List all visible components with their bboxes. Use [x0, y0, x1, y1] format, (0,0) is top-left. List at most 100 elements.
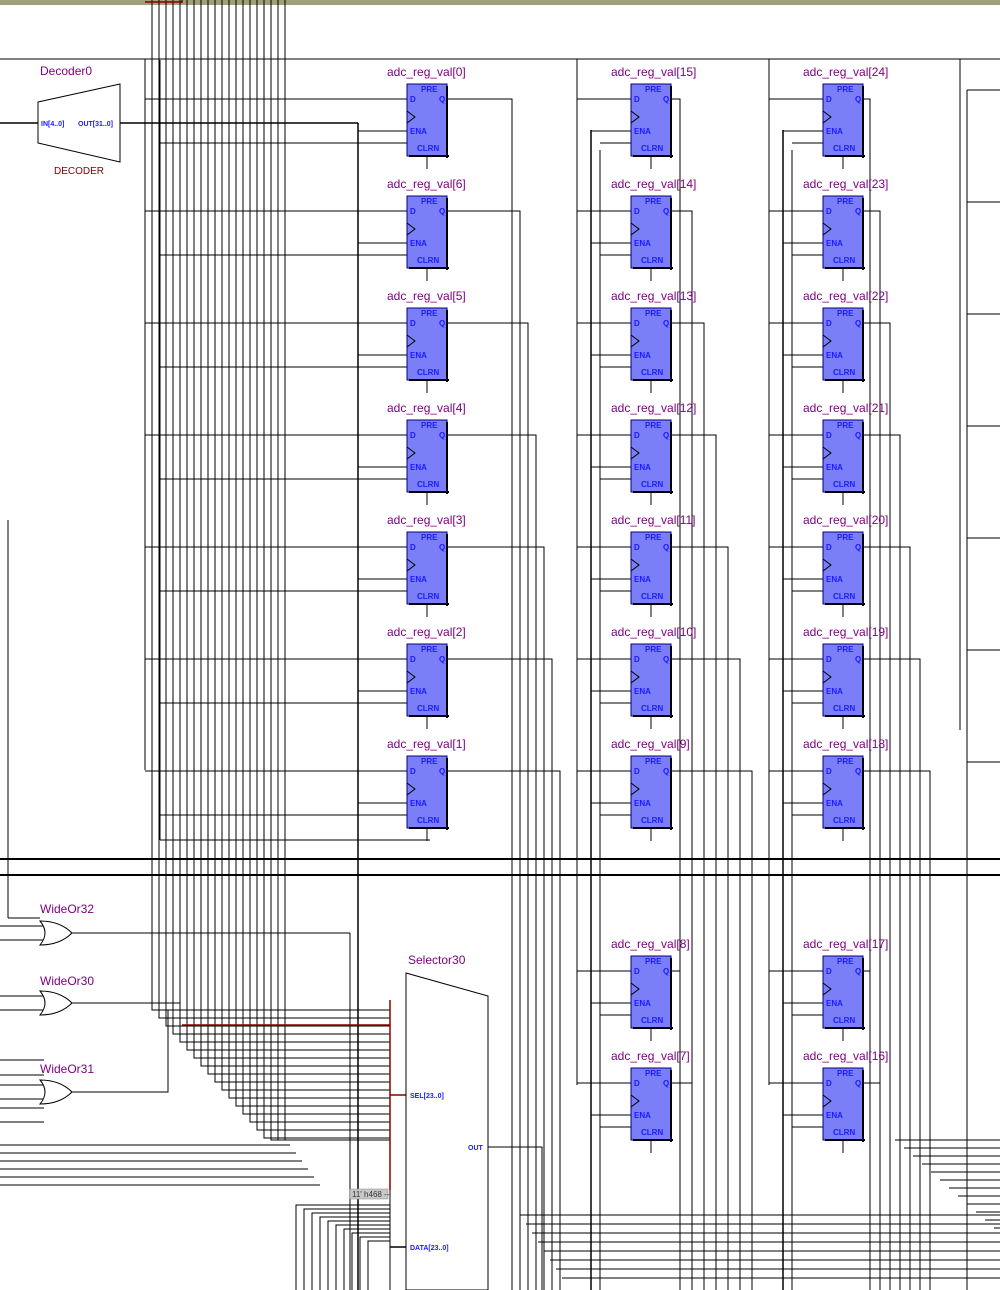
pin-clrn: CLRN — [417, 816, 439, 825]
wire — [863, 546, 911, 1290]
selector-sel-pin: SEL[23..0] — [410, 1093, 444, 1100]
pin-q: Q — [439, 95, 445, 104]
bundle-wire — [263, 0, 390, 1139]
pin-clrn: CLRN — [833, 1016, 855, 1025]
pin-q: Q — [663, 1079, 669, 1088]
pin-clrn: CLRN — [833, 256, 855, 265]
bundle-wire — [277, 0, 390, 1141]
or-gate-shape — [38, 990, 73, 1016]
flipflop-name: adc_reg_val[18] — [803, 737, 888, 751]
gate-wideor31[interactable]: WideOr31 — [40, 1062, 94, 1076]
gate-wideor32[interactable]: WideOr32 — [40, 902, 94, 916]
pin-pre: PRE — [837, 197, 854, 206]
pin-q: Q — [663, 543, 669, 552]
bundle-wire — [249, 0, 390, 1123]
pin-d: D — [634, 543, 640, 552]
pin-clrn: CLRN — [641, 1016, 663, 1025]
pin-d: D — [634, 207, 640, 216]
selector-block[interactable]: Selector30 SEL[23..0] DATA[23..0] OUT — [405, 953, 489, 1290]
flipflop-name: adc_reg_val[19] — [803, 625, 888, 639]
pin-d: D — [826, 95, 832, 104]
bundle-wire — [151, 0, 390, 1011]
pin-ena: ENA — [634, 575, 651, 584]
data-wire — [359, 1236, 390, 1290]
flipflop-body — [406, 755, 448, 829]
clock-symbol — [822, 1094, 832, 1108]
pin-clrn: CLRN — [833, 592, 855, 601]
clock-symbol — [630, 446, 640, 460]
data-wire — [319, 1216, 390, 1290]
wire — [447, 210, 521, 1290]
flipflop-name: adc_reg_val[0] — [387, 65, 466, 79]
decoder-name: Decoder0 — [40, 64, 92, 78]
bundle-wire — [172, 0, 390, 1035]
selector-name: Selector30 — [408, 953, 466, 967]
pin-pre: PRE — [645, 85, 662, 94]
wire — [863, 1082, 881, 1290]
or-gate-shape — [38, 1079, 73, 1105]
pin-d: D — [634, 967, 640, 976]
pin-clrn: CLRN — [833, 1128, 855, 1137]
wire — [863, 970, 871, 1290]
bundle-wire — [165, 0, 390, 1027]
constant-block: 11' h468 -- — [349, 1188, 390, 1200]
pin-clrn: CLRN — [641, 368, 663, 377]
pin-ena: ENA — [826, 999, 843, 1008]
gate-wideor30[interactable]: WideOr30 — [40, 974, 94, 988]
wire — [447, 546, 545, 1290]
pin-ena: ENA — [410, 239, 427, 248]
pin-q: Q — [855, 967, 861, 976]
clock-symbol — [630, 1094, 640, 1108]
clock-symbol — [630, 222, 640, 236]
clock-symbol — [630, 982, 640, 996]
flipflop-name: adc_reg_val[5] — [387, 289, 466, 303]
pin-pre: PRE — [421, 309, 438, 318]
flipflop-body — [630, 531, 672, 605]
decoder-shape — [37, 83, 121, 163]
pin-pre: PRE — [837, 309, 854, 318]
pin-q: Q — [855, 543, 861, 552]
flipflop-body — [630, 1067, 672, 1141]
flipflop-name: adc_reg_val[13] — [611, 289, 696, 303]
data-wire — [367, 1240, 390, 1290]
clock-symbol — [822, 558, 832, 572]
wire — [671, 98, 681, 1290]
flipflop-name: adc_reg_val[1] — [387, 737, 466, 751]
bundle-wire — [179, 0, 390, 1043]
pin-pre: PRE — [645, 1069, 662, 1078]
pin-pre: PRE — [421, 85, 438, 94]
flipflop-name: adc_reg_val[7] — [611, 1049, 690, 1063]
bundle-wire — [284, 0, 390, 1141]
pin-ena: ENA — [410, 575, 427, 584]
wire — [863, 770, 931, 1290]
flipflop-name: adc_reg_val[16] — [803, 1049, 888, 1063]
decoder-block[interactable]: Decoder0 IN[4..0] OUT[31..0] DECODER — [37, 64, 121, 177]
